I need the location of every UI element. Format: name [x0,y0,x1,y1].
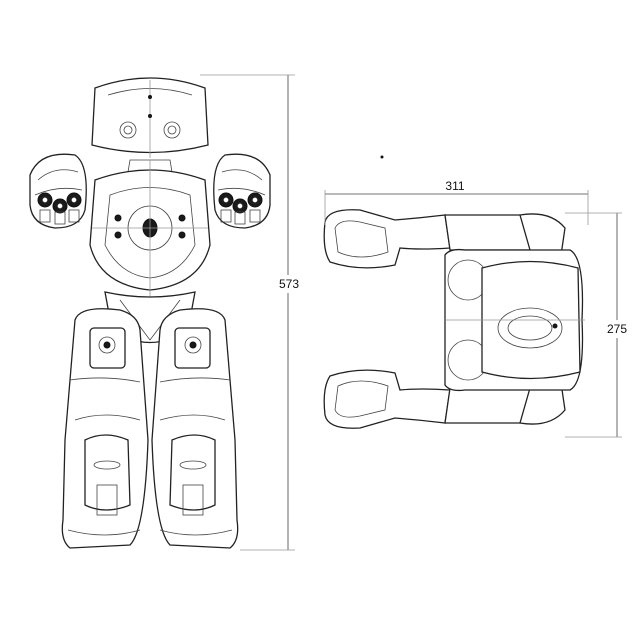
height-dimension: 573 [200,74,300,551]
height-label: 573 [279,277,299,291]
right-leg [151,308,239,549]
depth-dimension: 275 [565,212,631,438]
head [91,77,209,173]
right-shoulder [213,153,271,229]
depth-label: 275 [607,322,627,336]
torso [89,160,211,300]
width-label: 311 [445,179,464,193]
top-body [444,248,585,392]
left-shoulder [29,153,87,229]
left-leg [61,308,149,549]
front-view [29,77,271,549]
top-view [323,209,585,429]
width-dimension: 311 [324,179,589,225]
